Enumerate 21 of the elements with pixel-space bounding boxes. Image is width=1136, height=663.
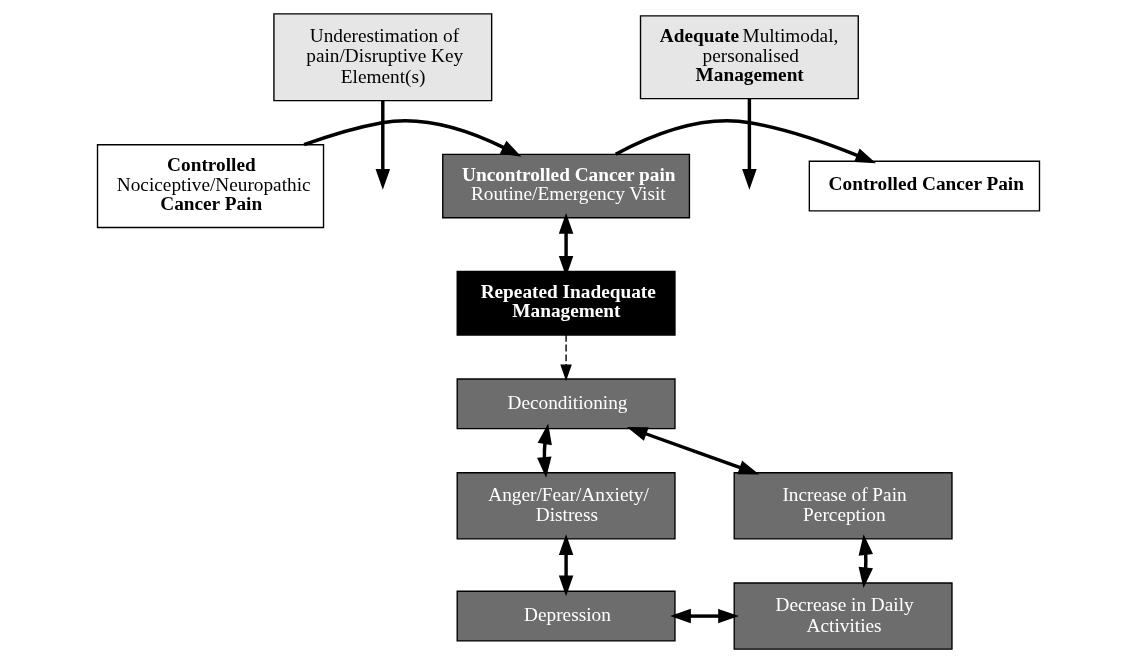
arrow bbox=[375, 100, 390, 190]
node-box: Repeated Inadequate Management bbox=[456, 270, 676, 336]
node-box: Uncontrolled Cancer pain Routine/Emergency Visit bbox=[441, 153, 690, 219]
node-box: Adequate Multimodal, personalised Management bbox=[639, 15, 859, 100]
node-box: Controlled Cancer Pain bbox=[808, 160, 1040, 212]
node-box: Decrease in Daily Activities bbox=[733, 582, 953, 650]
node-box: Anger/Fear/Anxiety/ Distress bbox=[456, 472, 676, 540]
arrow bbox=[669, 608, 739, 624]
arrow bbox=[558, 534, 573, 597]
node-box: Increase of Pain Perception bbox=[733, 472, 953, 540]
arrow bbox=[536, 423, 552, 478]
arrow bbox=[741, 98, 757, 190]
arrow bbox=[303, 119, 521, 157]
node-box: Underestimation of pain/Disruptive Key Element(s) bbox=[272, 13, 492, 102]
node-box: Deconditioning bbox=[456, 378, 676, 430]
arrow bbox=[614, 119, 876, 164]
arrow bbox=[559, 334, 572, 381]
arrow bbox=[626, 426, 759, 475]
node-box: Controlled Nociceptive/Neuropathic Cancer Pain bbox=[96, 144, 324, 229]
node-box: Depression bbox=[456, 590, 676, 642]
arrow bbox=[858, 534, 873, 589]
